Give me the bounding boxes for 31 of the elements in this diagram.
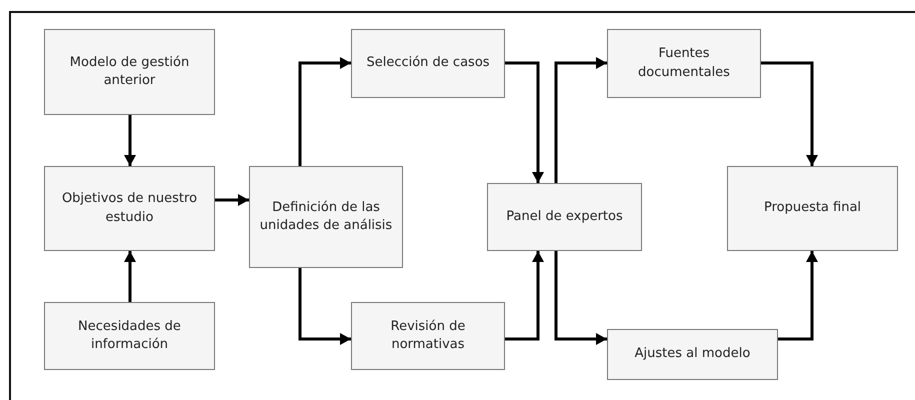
arrow (554, 251, 607, 345)
process-box (44, 302, 215, 370)
arrow (124, 251, 136, 302)
process-box (351, 302, 505, 370)
box-label: Necesidades de información (77, 318, 182, 354)
process-box (607, 329, 778, 380)
box-label: Modelo de gestión anterior (68, 54, 190, 90)
arrow (298, 57, 351, 166)
arrow (505, 62, 544, 183)
process-box (44, 166, 215, 251)
process-box (44, 29, 215, 115)
box-label: Definición de las unidades de análisis (258, 198, 394, 235)
process-box (487, 183, 642, 251)
process-box (249, 166, 403, 268)
box-label: Fuentes documentales (637, 45, 731, 82)
box-label: Panel de expertos (506, 208, 623, 226)
arrow (778, 251, 818, 340)
arrow (124, 115, 136, 166)
box-label: Revisión de normativas (390, 318, 466, 354)
process-box (351, 29, 505, 98)
arrow (505, 251, 544, 340)
arrow (215, 194, 249, 206)
arrow (298, 268, 351, 345)
process-box (607, 29, 761, 98)
box-label: Ajustes al modelo (634, 345, 750, 364)
box-label: Propuesta final (764, 199, 862, 218)
box-label: Selección de casos (366, 54, 490, 72)
arrow (554, 57, 607, 183)
process-box (727, 166, 898, 251)
box-label: Objetivos de nuestro estudio (60, 190, 198, 226)
arrow (761, 62, 818, 166)
